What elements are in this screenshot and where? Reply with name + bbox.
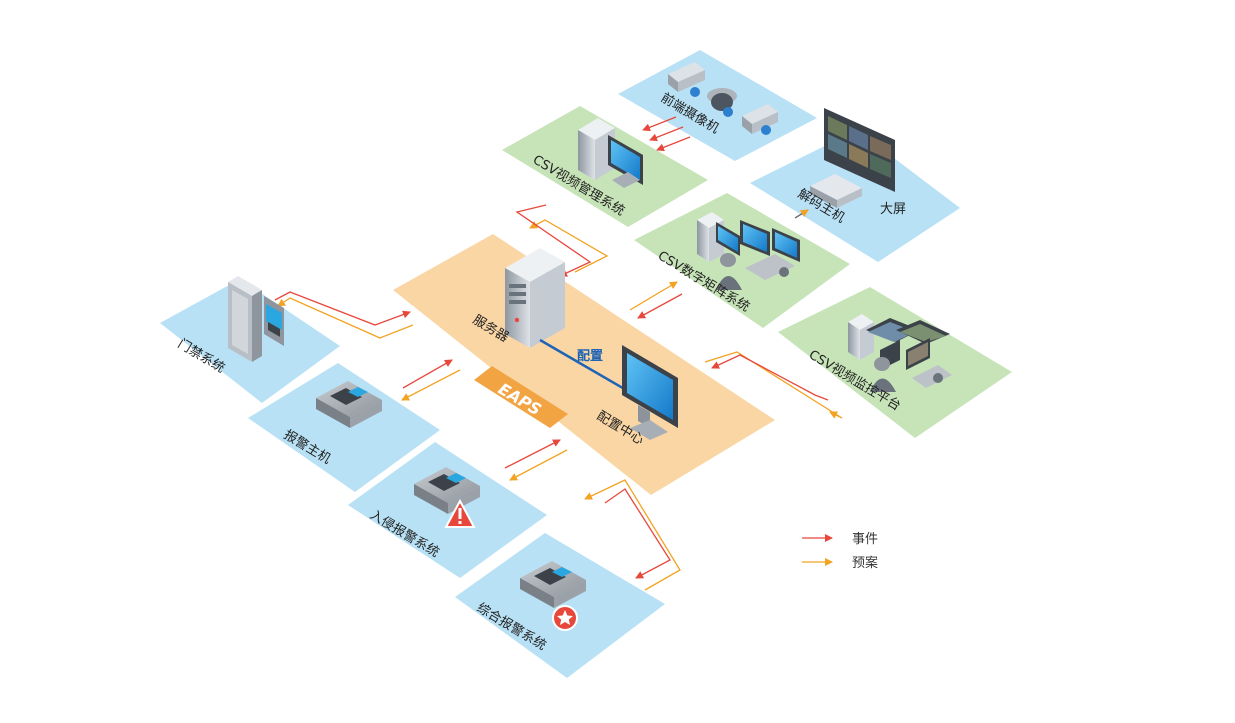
legend-event-label: 事件 xyxy=(852,532,878,547)
plan-arrow xyxy=(629,281,678,311)
decoder-link xyxy=(794,209,809,219)
warning-icon xyxy=(444,498,476,528)
dome-camera-icon xyxy=(707,88,737,117)
big-screen-label: 大屏 xyxy=(880,202,906,217)
plan-arrow xyxy=(401,369,461,401)
vms-workstation-icon xyxy=(578,118,643,188)
legend: 事件 预案 xyxy=(802,532,878,571)
camera-icons xyxy=(668,62,778,135)
legend-item-plan: 预案 xyxy=(802,556,878,571)
plan-arrow xyxy=(704,351,843,419)
connection-arrows xyxy=(274,116,843,591)
event-arrow xyxy=(656,136,691,152)
event-arrow xyxy=(711,354,829,401)
monitor-workstation-icon xyxy=(848,314,952,392)
event-arrow xyxy=(642,116,677,132)
intrusion-keypad-icon xyxy=(414,467,480,514)
event-arrow xyxy=(274,291,411,326)
video-wall-icon xyxy=(824,108,895,192)
server-icon xyxy=(505,248,565,348)
decoder-icon xyxy=(810,174,862,208)
bullet-camera-icon xyxy=(742,104,778,135)
event-arrow xyxy=(637,293,683,319)
event-arrow xyxy=(504,439,561,469)
event-arrow xyxy=(515,204,592,277)
access-door-icon xyxy=(228,276,284,362)
star-badge-icon xyxy=(552,605,578,631)
csv-matrix-panel xyxy=(634,193,850,328)
plan-arrow xyxy=(584,479,681,591)
alarm-host-panel xyxy=(248,363,440,492)
plan-arrow xyxy=(277,297,414,339)
legend-plan-label: 预案 xyxy=(852,556,878,571)
event-arrow xyxy=(649,126,684,142)
legend-item-event: 事件 xyxy=(802,532,878,547)
plan-arrow xyxy=(529,219,609,273)
event-arrow xyxy=(402,359,453,389)
integrated-panel xyxy=(455,533,665,678)
bullet-camera-icon xyxy=(668,62,705,97)
matrix-workstation-icon xyxy=(697,212,800,290)
event-arrow xyxy=(604,488,671,579)
config-monitor-icon xyxy=(622,345,678,440)
plan-arrow xyxy=(509,449,568,481)
config-label: 配置 xyxy=(577,349,603,364)
alarm-keypad-icon xyxy=(316,381,382,428)
integrated-keypad-icon xyxy=(520,561,586,608)
